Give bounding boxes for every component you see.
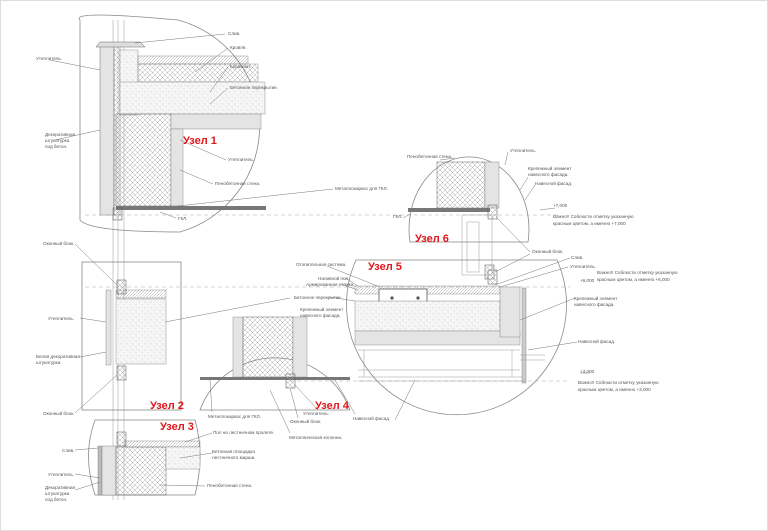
label-insulation: Утеплитель. xyxy=(570,264,596,269)
node-label-3: Узел 3 xyxy=(160,421,194,433)
label-plaster: Декоративная xyxy=(45,485,75,490)
label-stair-floor: Пол на лестничном пролете. xyxy=(213,430,274,435)
label-bracket: Крепежный элемент xyxy=(574,295,618,301)
label-bracket: Крепежный элемент xyxy=(300,306,344,312)
label-plaster: под бетон. xyxy=(45,144,67,149)
label-landing: лестничного марша. xyxy=(212,455,255,460)
level-6000: +6,000 xyxy=(580,278,595,283)
label-column: Металлическая колонна. xyxy=(289,435,342,440)
node-5-detail xyxy=(326,257,590,421)
node-label-6: Узел 6 xyxy=(415,233,449,245)
label-plaster: штукатурка xyxy=(45,491,70,496)
label-roof: Кровля. xyxy=(230,45,247,50)
label-slab: Бетонное перекрытие. xyxy=(230,85,278,90)
label-heating: Отопительная система. xyxy=(296,262,346,267)
node-label-5: Узел 5 xyxy=(368,261,402,273)
label-plaster: штукатурка. xyxy=(36,360,62,365)
note-level: красным цветом, а именно +3,000 xyxy=(578,387,651,392)
label-plaster: штукатурка xyxy=(45,138,70,143)
node-6-detail xyxy=(402,151,556,280)
level-3000: +3,000 xyxy=(580,369,595,374)
label-gkl: ГКЛ. xyxy=(178,216,187,221)
label-drip: Слив. xyxy=(228,31,240,36)
node-label-2: Узел 2 xyxy=(150,400,184,412)
label-gkl: ГКЛ. xyxy=(393,214,402,219)
node-4-detail xyxy=(199,316,356,434)
label-drip: Слив. xyxy=(571,255,583,260)
label-facade: Навесной фасад. xyxy=(353,415,390,421)
label-plaster: под бетон. xyxy=(45,497,67,502)
note-level: красным цветом, а именно +6,000 xyxy=(597,277,670,282)
label-bracket: навесного фасада. xyxy=(528,172,569,177)
label-insulation: Утеплитель. xyxy=(510,148,536,153)
label-insulation: Утеплитель. xyxy=(36,56,62,61)
node-1-detail xyxy=(49,14,334,233)
label-window: Оконный блок. xyxy=(43,240,74,246)
label-wall: Пенобетонная стена. xyxy=(407,154,452,159)
label-window: Оконный блок. xyxy=(290,418,321,424)
label-wall: Пенобетонная стена. xyxy=(207,483,252,488)
label-bracket: навесного фасада. xyxy=(300,313,341,318)
label-slab: Бетонное перекрытие. xyxy=(294,295,342,300)
label-facade: Навесной фасад. xyxy=(578,338,615,344)
label-insulation: Утеплитель. xyxy=(228,157,254,162)
label-bracket: навесного фасада. xyxy=(574,302,615,307)
label-self-level-floor: Наливной пол. xyxy=(318,275,349,281)
label-drip: Слив. xyxy=(62,448,74,453)
label-insulation: Утеплитель. xyxy=(48,316,74,321)
label-window: Оконный блок. xyxy=(43,410,74,416)
label-screed: Армированная стяжка. xyxy=(306,282,355,287)
node-2-detail xyxy=(74,243,291,414)
node-label-4: Узел 4 xyxy=(315,400,350,412)
label-insulation: Утеплитель. xyxy=(303,411,329,416)
note-level: красным цветом, а именно +7,000 xyxy=(553,221,626,226)
note-level: Важно!! Соблюсти отметку указанную xyxy=(578,380,659,385)
label-plaster: Декоративная xyxy=(45,132,75,137)
level-7000: +7,000 xyxy=(553,203,568,208)
label-metal-frame: Металлокаркас для ГКЛ. xyxy=(208,414,261,419)
label-window: Оконный блок. xyxy=(532,248,563,254)
label-bracket: Крепежный элемент xyxy=(528,165,572,171)
label-metal-frame: Металлокаркас для ГКЛ. xyxy=(335,186,388,191)
label-insulation: Утеплитель. xyxy=(48,472,74,477)
label-plaster: Белая декоративная xyxy=(36,354,80,359)
node-label-1: Узел 1 xyxy=(183,135,217,147)
label-facade: Навесной фасад. xyxy=(535,180,572,186)
label-claydite: Керамзит. xyxy=(230,64,251,69)
label-landing: Бетонная площадка xyxy=(212,449,255,454)
node-3-detail xyxy=(74,419,213,496)
note-level: Важно!! Соблюсти отметку указанную xyxy=(553,214,634,219)
note-level: Важно!! Соблюсти отметку указанную xyxy=(597,270,678,275)
label-wall: Пенобетонная стена. xyxy=(215,181,260,186)
